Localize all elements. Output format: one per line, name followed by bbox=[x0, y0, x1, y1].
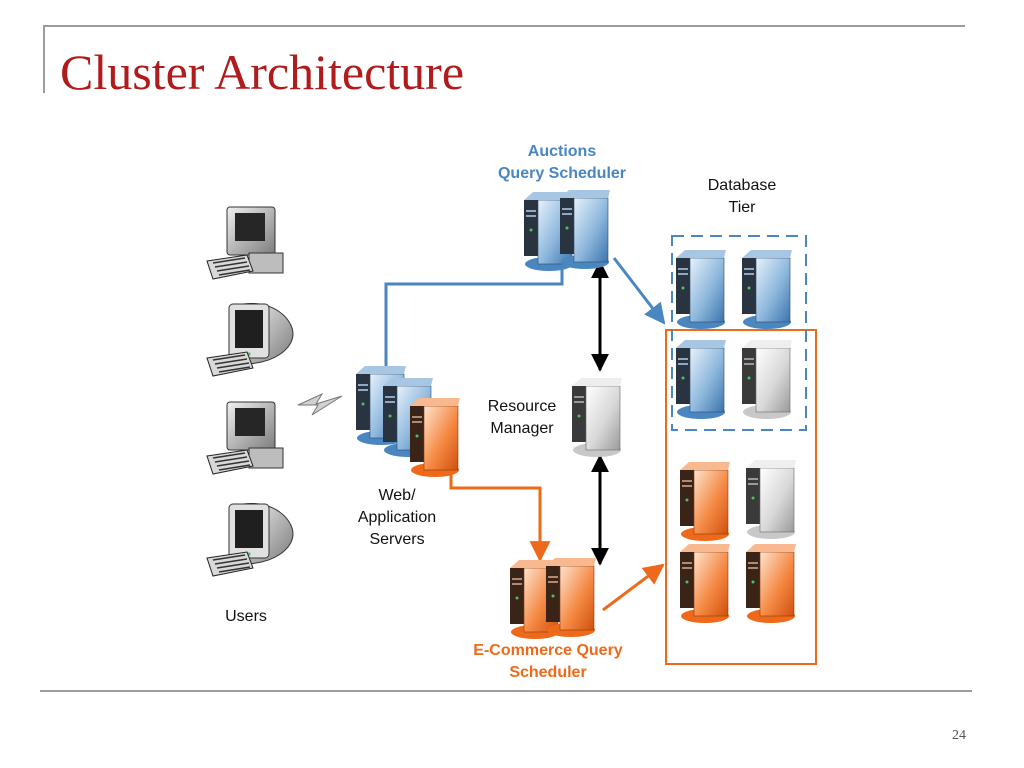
page-number: 24 bbox=[952, 728, 966, 743]
users-label: Users bbox=[225, 608, 267, 625]
desktop-computer-icon bbox=[206, 401, 284, 475]
auctions-scheduler-label: Auctions Query Scheduler bbox=[478, 141, 646, 185]
auctions-to-database-arrow bbox=[612, 257, 666, 325]
auctions-label-line-2: Query Scheduler bbox=[497, 165, 627, 182]
database-tier-label: Database Tier bbox=[690, 175, 794, 219]
ecommerce-to-database-arrow bbox=[602, 563, 665, 612]
server-tower-icon bbox=[745, 543, 797, 624]
web-label-line-2: Application bbox=[357, 509, 437, 526]
web-to-ecommerce-arrow bbox=[449, 468, 551, 563]
web-servers-label: Web/ Application Servers bbox=[342, 485, 452, 551]
ecommerce-label-line-1: E-Commerce Query bbox=[473, 642, 623, 659]
database-label-line-2: Tier bbox=[728, 199, 756, 216]
ecommerce-database-box bbox=[665, 329, 817, 665]
resource-label-line-1: Resource bbox=[487, 398, 557, 415]
server-tower-icon bbox=[571, 377, 623, 458]
desktop-computer-icon bbox=[206, 206, 284, 280]
web-label-line-3: Servers bbox=[369, 531, 425, 548]
database-label-line-1: Database bbox=[707, 177, 777, 194]
auctions-database-box bbox=[671, 235, 807, 431]
server-tower-icon bbox=[675, 339, 727, 420]
server-tower-icon bbox=[741, 339, 793, 420]
top-rule bbox=[43, 25, 965, 27]
ecommerce-label-line-2: Scheduler bbox=[509, 664, 587, 681]
server-tower-icon bbox=[675, 249, 727, 330]
server-tower-icon bbox=[745, 459, 797, 540]
web-label-line-1: Web/ bbox=[378, 487, 416, 504]
server-tower-icon bbox=[409, 397, 461, 478]
page-title: Cluster Architecture bbox=[60, 44, 465, 100]
lightning-bolt-icon bbox=[297, 392, 343, 416]
crt-monitor-icon bbox=[206, 302, 294, 377]
resource-manager-label: Resource Manager bbox=[474, 396, 570, 440]
server-tower-icon bbox=[679, 461, 731, 542]
resource-label-line-2: Manager bbox=[490, 420, 554, 437]
crt-monitor-icon bbox=[206, 502, 294, 577]
left-rule bbox=[43, 25, 45, 93]
auctions-label-line-1: Auctions bbox=[527, 143, 597, 160]
bottom-rule bbox=[40, 690, 972, 692]
server-tower-icon bbox=[741, 249, 793, 330]
ecommerce-scheduler-label: E-Commerce Query Scheduler bbox=[453, 640, 643, 684]
server-tower-icon bbox=[679, 543, 731, 624]
